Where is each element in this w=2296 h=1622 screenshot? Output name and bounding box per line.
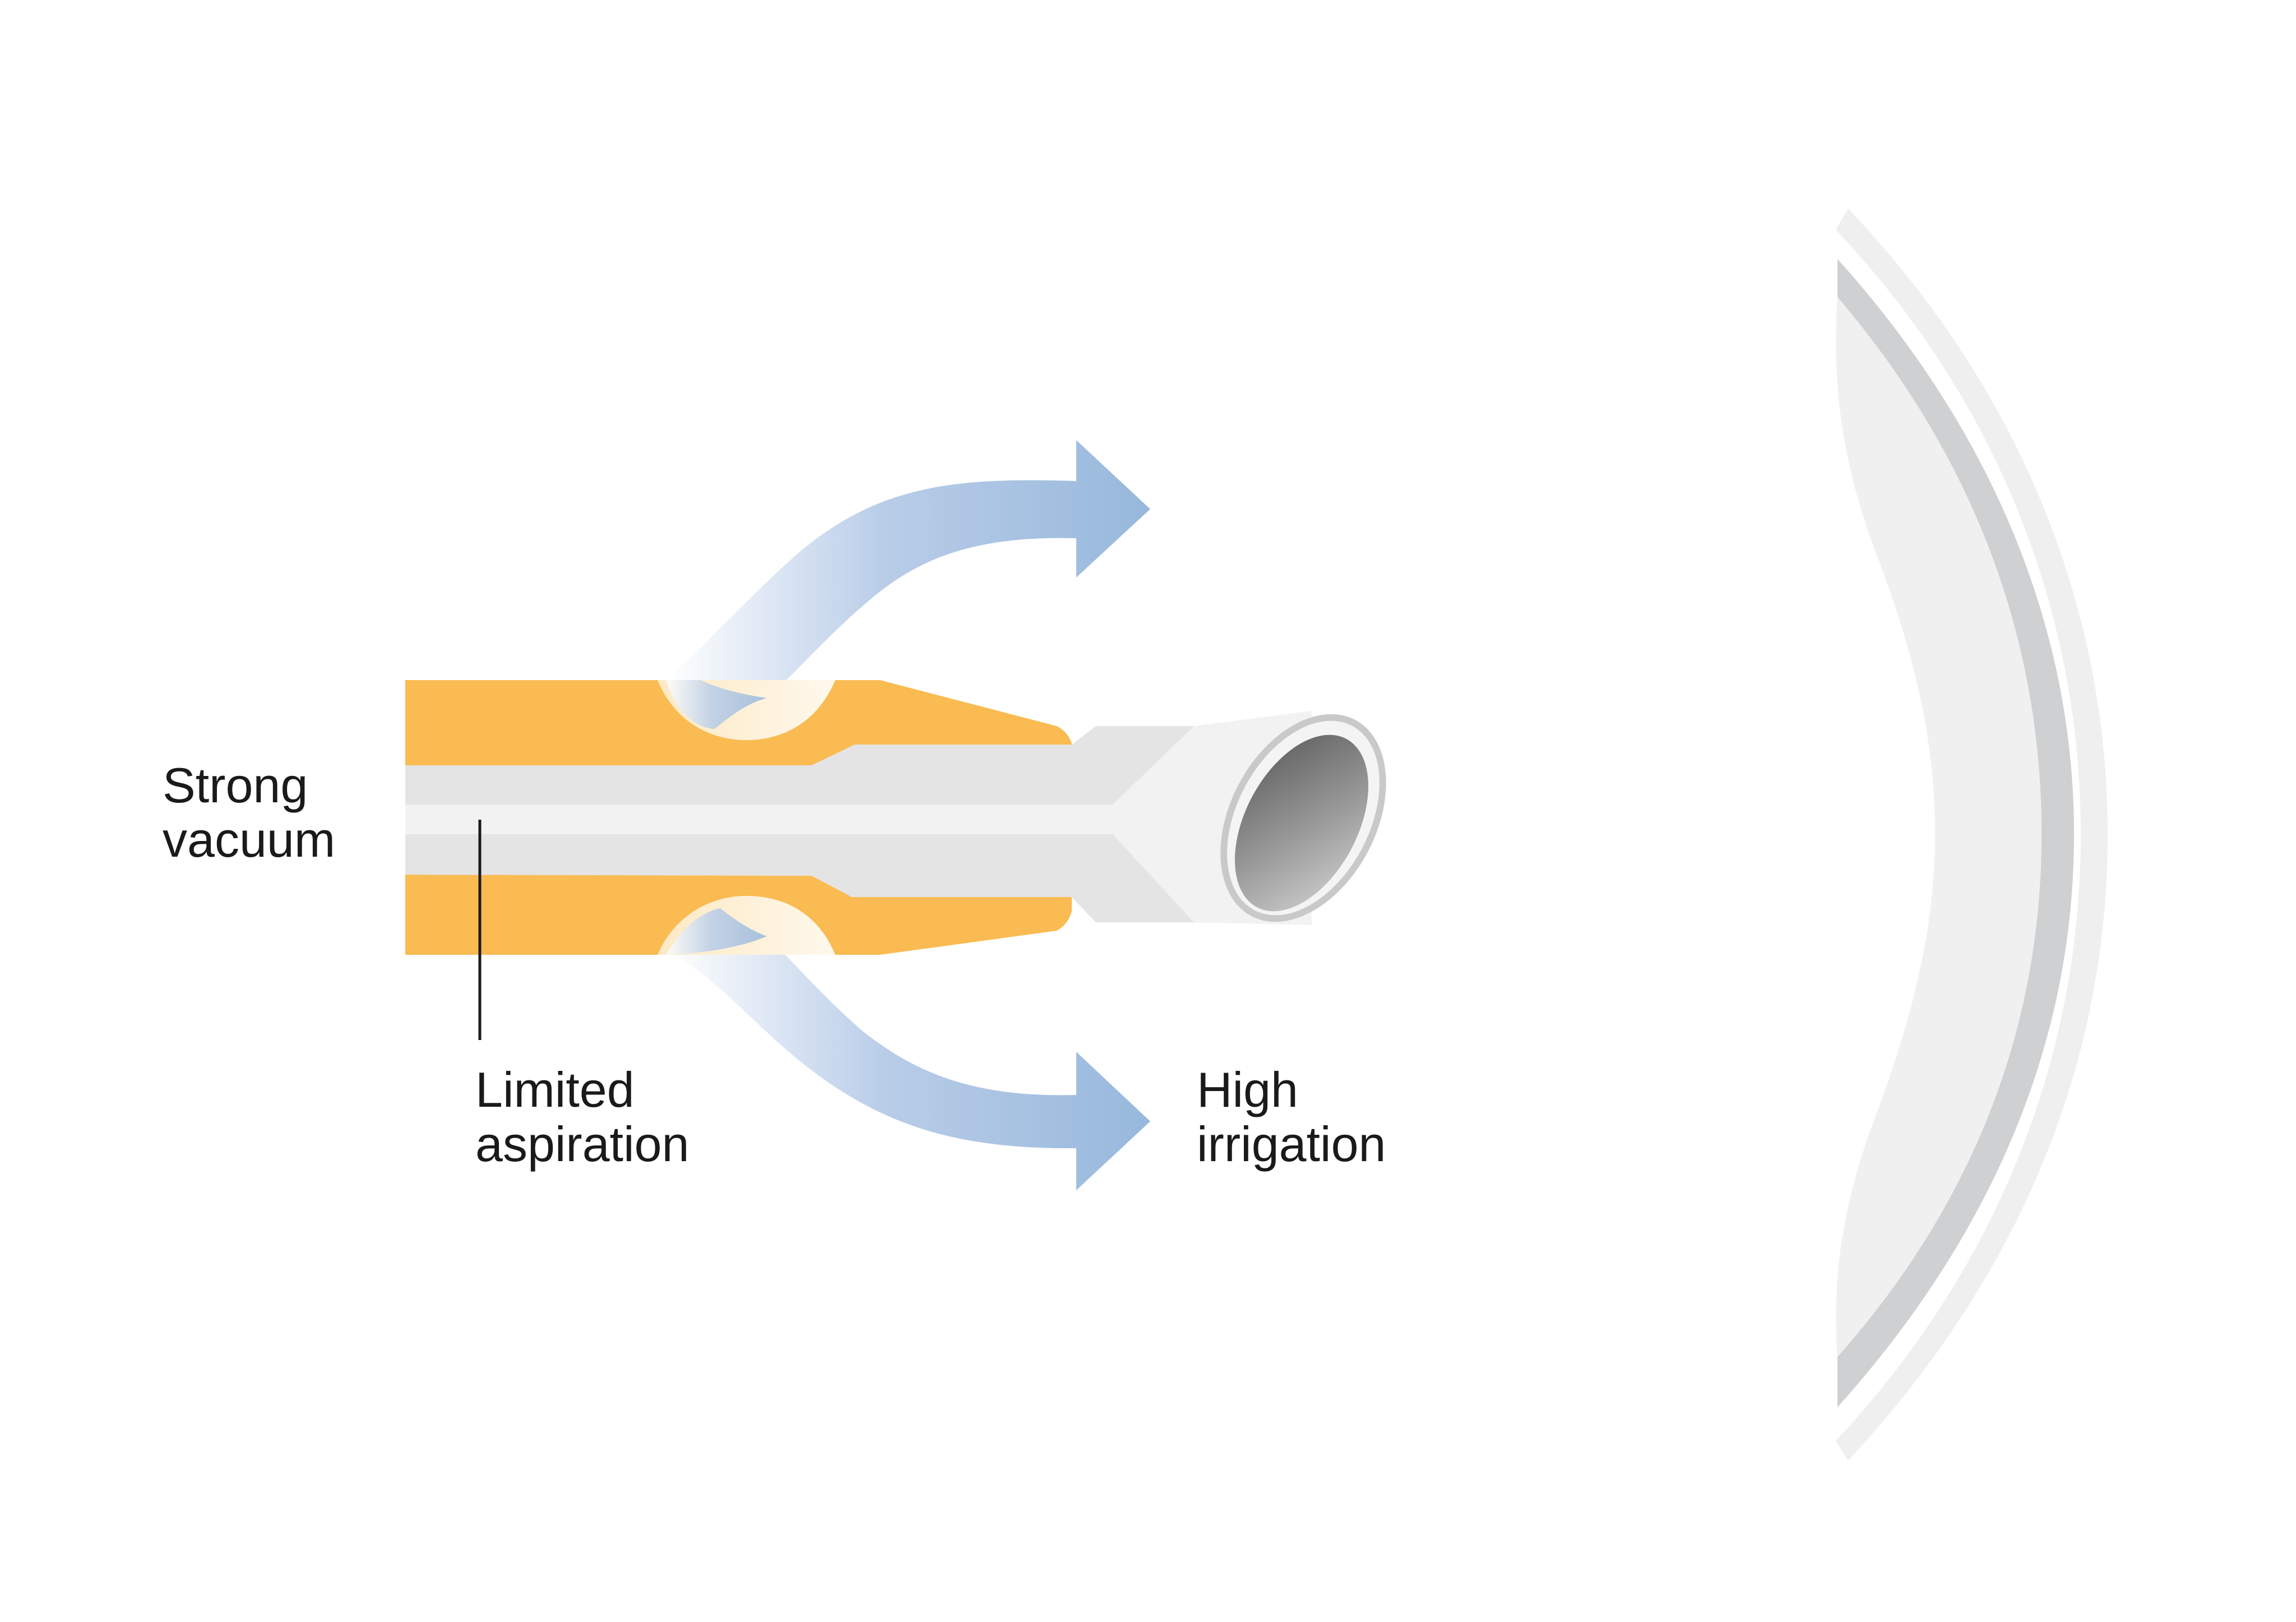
- strong-vacuum-line2: vacuum: [163, 812, 336, 867]
- lower-irrigation-arrow: [666, 936, 1150, 1190]
- strong-vacuum-line1: Strong: [163, 757, 308, 813]
- high-irrigation-label: High irrigation: [1197, 1062, 1386, 1171]
- limited-aspiration-line1: Limited: [475, 1062, 635, 1117]
- upper-arrow-base: [666, 680, 767, 729]
- cornea-outer-layer: [1836, 209, 2108, 1461]
- curved-arrow-icon: [666, 936, 1150, 1190]
- limited-aspiration-line2: aspiration: [475, 1116, 689, 1172]
- curved-arrow-icon: [666, 440, 1150, 698]
- cornea: [1836, 209, 2108, 1461]
- limited-aspiration-label: Limited aspiration: [475, 1062, 689, 1171]
- sleeve-lower: [405, 875, 1072, 955]
- tip-lumen: [1234, 734, 1369, 912]
- lower-arrow-base: [666, 908, 767, 955]
- strong-vacuum-label: Strong vacuum: [163, 758, 335, 867]
- high-irrigation-line2: irrigation: [1197, 1116, 1386, 1172]
- cornea-stroma: [1836, 297, 2042, 1357]
- cornea-middle-layer: [1837, 259, 2074, 1407]
- high-irrigation-line1: High: [1197, 1062, 1298, 1117]
- phaco-tip: [405, 680, 1386, 955]
- sleeve-upper: [405, 680, 1072, 765]
- upper-irrigation-arrow: [666, 440, 1150, 698]
- needle-lumen: [405, 726, 1194, 922]
